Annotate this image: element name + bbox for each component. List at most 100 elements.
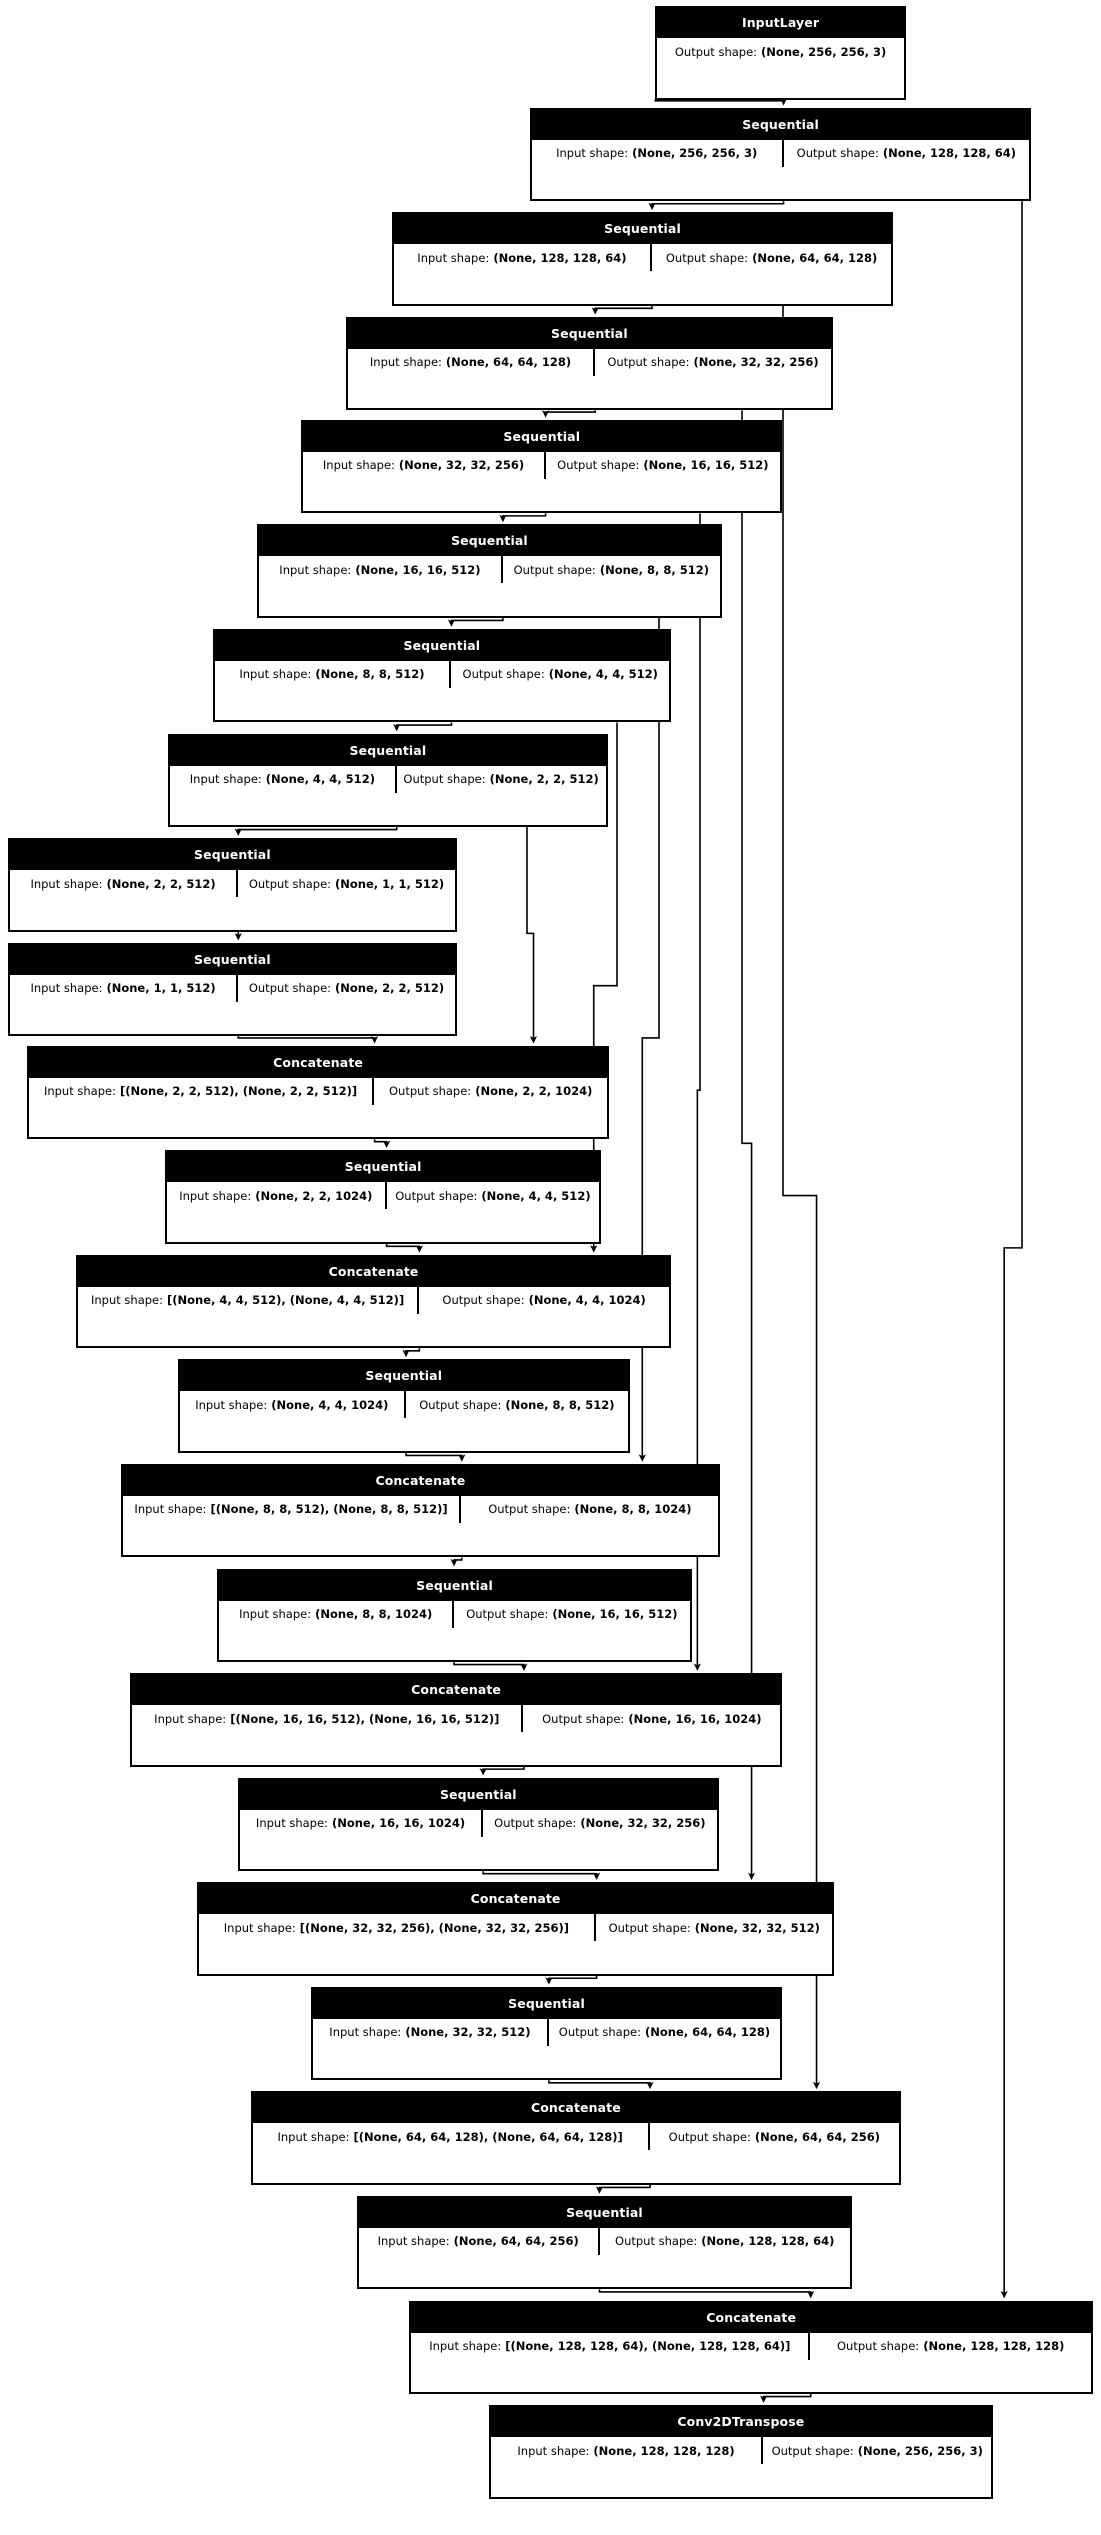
node-output-shape: Output shape:(None, 64, 64, 128) — [549, 2019, 780, 2046]
node-shape-row: Input shape:(None, 4, 4, 512)Output shap… — [170, 765, 606, 793]
output-shape-prefix: Output shape: — [674, 44, 758, 59]
node-output-shape: Output shape:(None, 128, 128, 128) — [810, 2333, 1091, 2360]
node-shape-row: Input shape:(None, 64, 64, 256) Output sh… — [358, 2227, 850, 2255]
node-input-shape: Input shape:(None, 4, 4, 1024) — [180, 1391, 406, 1419]
output-shape-prefix: Output shape: — [248, 981, 332, 996]
input-shape-value: (None, 1, 1, 512) — [106, 981, 216, 996]
output-shape-value: (None, 32, 32, 256) — [580, 1816, 706, 1831]
edge-n22->n23 — [759, 2393, 812, 2403]
input-shape-prefix: Input shape: — [223, 1920, 296, 1935]
node-input-shape: Input shape:(None, 4, 4, 512) — [170, 765, 397, 793]
edge-n15->n16 — [453, 1662, 528, 1671]
node-output-shape: Output shape:(None, 128, 128, 64) — [784, 140, 1030, 167]
node-output-shape: Output shape:(None, 16, 16, 1024) — [523, 1705, 780, 1732]
edge-n14->n15 — [450, 1557, 463, 1567]
node-shape-row: Output shape:(None, 256, 256, 3) — [657, 38, 904, 66]
input-shape-value: (None, 64, 64, 256) — [453, 2234, 579, 2249]
edge-n6->n7 — [393, 722, 453, 732]
input-shape-value: [(None, 32, 32, 256), (None, 32, 32, 256… — [299, 1920, 569, 1935]
node-shape-row: Input shape:(None, 2, 2, 512)Output shap… — [9, 870, 455, 898]
output-shape-prefix: Output shape: — [419, 1397, 502, 1412]
node-shape-row: Input shape:(None, 128, 128, 64)Output s… — [393, 244, 892, 272]
input-shape-prefix: Input shape: — [377, 2234, 450, 2249]
node-shape-row: Input shape:(None, 16, 16, 1024)Output s… — [239, 1809, 717, 1837]
output-shape-value: (None, 16, 16, 512) — [552, 1607, 678, 1622]
output-shape-prefix: Output shape: — [462, 667, 545, 682]
output-shape-value: (None, 256, 256, 3) — [761, 44, 887, 59]
node-shape-row: Input shape:[(None, 16, 16, 512), (None,… — [132, 1705, 781, 1733]
input-shape-prefix: Input shape: — [91, 1293, 164, 1308]
output-shape-value: (None, 8, 8, 1024) — [574, 1502, 692, 1517]
input-shape-prefix: Input shape: — [329, 2025, 402, 2040]
node-output-shape: Output shape:(None, 4, 4, 1024) — [419, 1287, 669, 1314]
edge-n20->n21 — [595, 2184, 651, 2194]
input-shape-prefix: Input shape: — [30, 876, 103, 891]
input-shape-value: [(None, 64, 64, 128), (None, 64, 64, 128… — [353, 2129, 623, 2144]
input-shape-prefix: Input shape: — [517, 2443, 590, 2458]
edge-n12->n13 — [402, 1348, 421, 1358]
node-output-shape: Output shape:(None, 8, 8, 512) — [503, 556, 720, 583]
node-output-shape: Output shape:(None, 128, 128, 64) — [600, 2228, 850, 2255]
output-shape-value: (None, 64, 64, 128) — [752, 250, 878, 265]
output-shape-prefix: Output shape: — [557, 458, 640, 473]
output-shape-prefix: Output shape: — [248, 876, 332, 891]
node-type-label: Sequential — [219, 1570, 690, 1601]
output-shape-prefix: Output shape: — [608, 1920, 691, 1935]
input-shape-value: (None, 256, 256, 3) — [632, 146, 758, 161]
edge-skip-n2->n20 — [782, 305, 821, 2090]
output-shape-prefix: Output shape: — [513, 562, 596, 577]
node-output-shape: Output shape:(None, 2, 2, 1024) — [374, 1078, 607, 1105]
output-shape-prefix: Output shape: — [837, 2339, 920, 2353]
input-shape-prefix: Input shape: — [239, 667, 312, 682]
input-shape-value: (None, 128, 128, 128) — [593, 2443, 735, 2458]
output-shape-value: (None, 8, 8, 512) — [599, 562, 709, 577]
input-shape-value: [(None, 2, 2, 512), (None, 2, 2, 512)] — [119, 1084, 358, 1099]
input-shape-prefix: Input shape: — [30, 981, 103, 996]
input-shape-prefix: Input shape: — [189, 772, 262, 787]
node-output-shape: Output shape:(None, 2, 2, 512) — [238, 975, 455, 1002]
edge-n17->n18 — [482, 1871, 601, 1881]
node-output-shape: Output shape:(None, 8, 8, 512) — [406, 1391, 628, 1418]
input-shape-value: (None, 64, 64, 128) — [445, 355, 572, 370]
output-shape-prefix: Output shape: — [466, 1607, 549, 1622]
output-shape-prefix: Output shape: — [389, 1084, 472, 1099]
edge-n19->n20 — [548, 2080, 654, 2090]
input-shape-prefix: Input shape: — [43, 1084, 116, 1099]
edge-n9->n10 — [237, 1036, 379, 1044]
output-shape-prefix: Output shape: — [395, 1188, 478, 1203]
output-shape-value: (None, 8, 8, 512) — [505, 1397, 615, 1412]
output-shape-value: (None, 128, 128, 64) — [882, 146, 1017, 161]
output-shape-value: (None, 16, 16, 1024) — [628, 1711, 762, 1726]
node-input-shape: Input shape:(None, 32, 32, 512) — [313, 2018, 549, 2046]
node-output-shape: Output shape:(None, 4, 4, 512) — [387, 1182, 600, 1209]
node-input-shape: Input shape:[(None, 128, 128, 64), (None… — [411, 2332, 811, 2360]
node-type-label: Concatenate — [252, 2093, 900, 2124]
node-type-label: Concatenate — [132, 1675, 781, 1706]
input-shape-value: [(None, 16, 16, 512), (None, 16, 16, 512… — [230, 1711, 500, 1726]
